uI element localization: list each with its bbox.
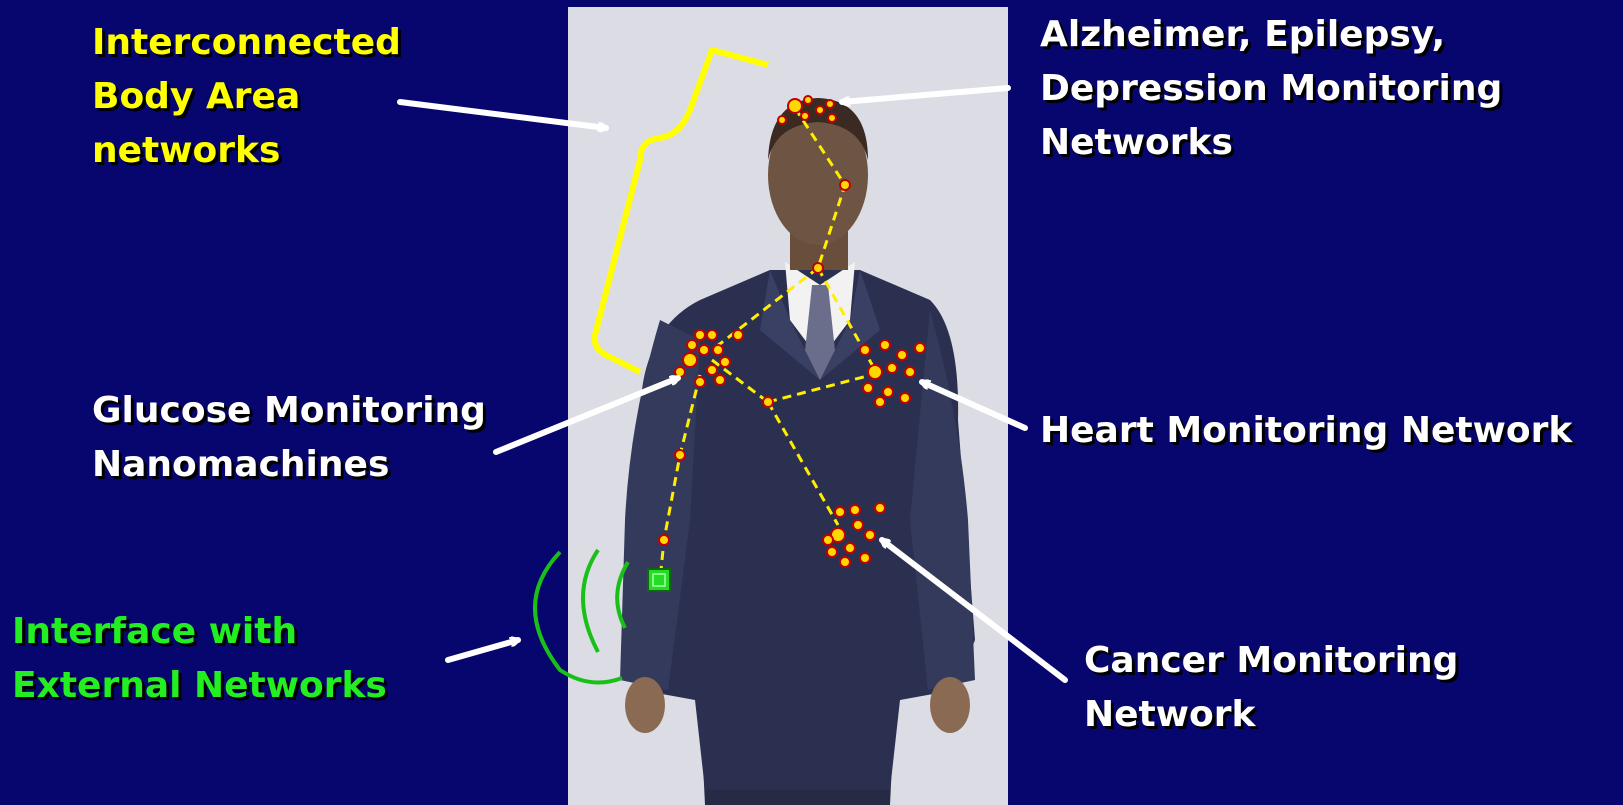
nanomachine-node-icon xyxy=(835,507,845,517)
nanomachine-node-icon xyxy=(853,520,863,530)
nanomachine-node-icon xyxy=(850,505,860,515)
nanomachine-node-icon xyxy=(860,345,870,355)
nanomachine-node-icon xyxy=(900,393,910,403)
nanomachine-node-icon xyxy=(659,535,669,545)
nanomachine-node-icon xyxy=(875,503,885,513)
nanomachine-node-icon xyxy=(813,263,823,273)
brain-network-label: Alzheimer, Epilepsy, Depression Monitori… xyxy=(1040,8,1502,170)
cancer-network-label: Cancer Monitoring Network xyxy=(1084,634,1458,742)
nanomachine-node-icon xyxy=(887,363,897,373)
nanomachine-node-icon xyxy=(720,357,730,367)
nanomachine-node-icon xyxy=(826,100,834,108)
nanomachine-node-icon xyxy=(865,530,875,540)
nanomachine-node-icon xyxy=(695,377,705,387)
nanomachine-node-icon xyxy=(683,353,697,367)
interface-line-2: External Networks xyxy=(12,659,387,713)
nanomachine-node-icon xyxy=(840,180,850,190)
brain-line-3: Networks xyxy=(1040,116,1502,170)
cancer-line-1: Cancer Monitoring xyxy=(1084,634,1458,688)
nanomachine-node-icon xyxy=(816,106,824,114)
right-hand xyxy=(930,677,970,733)
nanomachine-node-icon xyxy=(823,535,833,545)
nanomachine-node-icon xyxy=(763,397,773,407)
nanomachine-node-icon xyxy=(713,345,723,355)
nanomachine-node-icon xyxy=(905,367,915,377)
nanomachine-node-icon xyxy=(695,330,705,340)
nanomachine-node-icon xyxy=(778,116,786,124)
nanomachine-node-icon xyxy=(804,96,812,104)
nanomachine-node-icon xyxy=(845,543,855,553)
nanomachine-node-icon xyxy=(875,397,885,407)
glucose-line-2: Nanomachines xyxy=(92,438,486,492)
interconnected-line-1: Interconnected xyxy=(92,16,401,70)
nanomachine-node-icon xyxy=(801,112,809,120)
nanomachine-node-icon xyxy=(675,450,685,460)
interface-label: Interface with External Networks xyxy=(12,605,387,713)
nanomachine-node-icon xyxy=(707,330,717,340)
nanomachine-node-icon xyxy=(733,330,743,340)
glucose-label: Glucose Monitoring Nanomachines xyxy=(92,384,486,492)
brain-line-2: Depression Monitoring xyxy=(1040,62,1502,116)
interconnected-line-3: networks xyxy=(92,124,401,178)
heart-line-1: Heart Monitoring Network xyxy=(1040,404,1572,458)
nanomachine-node-icon xyxy=(828,114,836,122)
nanomachine-node-icon xyxy=(863,383,873,393)
nanomachine-node-icon xyxy=(715,375,725,385)
interface-arrow xyxy=(448,640,518,660)
glucose-line-1: Glucose Monitoring xyxy=(92,384,486,438)
interconnected-label: Interconnected Body Area networks xyxy=(92,16,401,178)
nanomachine-node-icon xyxy=(699,345,709,355)
nanomachine-node-icon xyxy=(880,340,890,350)
cancer-line-2: Network xyxy=(1084,688,1458,742)
left-hand xyxy=(625,677,665,733)
interface-line-1: Interface with xyxy=(12,605,387,659)
nanomachine-node-icon xyxy=(827,547,837,557)
nanomachine-node-icon xyxy=(788,99,802,113)
nanomachine-node-icon xyxy=(868,365,882,379)
nanomachine-node-icon xyxy=(687,340,697,350)
nanomachine-node-icon xyxy=(860,553,870,563)
nanomachine-node-icon xyxy=(840,557,850,567)
nanomachine-node-icon xyxy=(897,350,907,360)
brain-line-1: Alzheimer, Epilepsy, xyxy=(1040,8,1502,62)
nanomachine-node-icon xyxy=(915,343,925,353)
heart-network-label: Heart Monitoring Network xyxy=(1040,404,1572,458)
nanomachine-node-icon xyxy=(707,365,717,375)
interconnected-line-2: Body Area xyxy=(92,70,401,124)
nanomachine-node-icon xyxy=(883,387,893,397)
green-square-node-icon xyxy=(648,569,670,591)
